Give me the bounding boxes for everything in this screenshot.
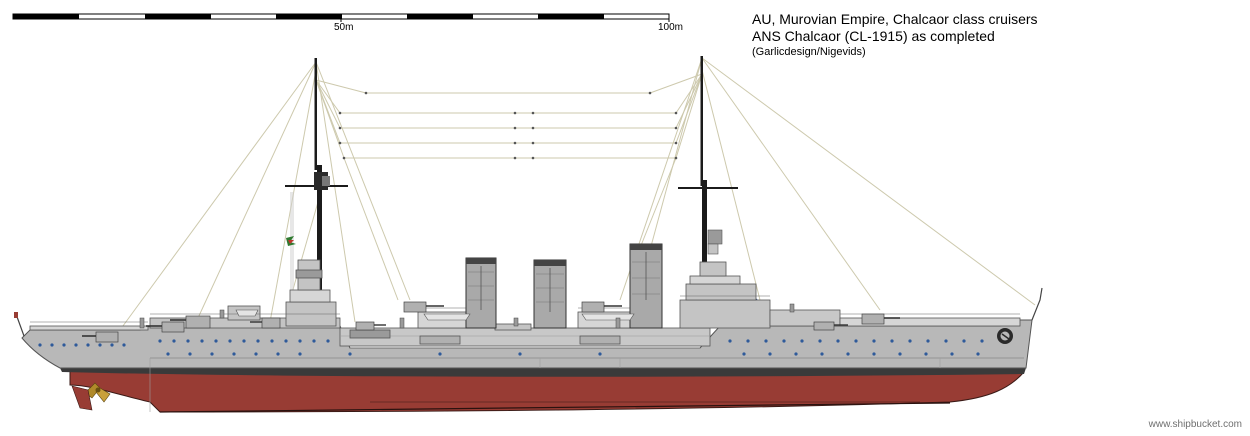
ventilators [139, 303, 795, 329]
main-mast [678, 56, 738, 280]
aerial-insulators [338, 91, 678, 160]
funnel-2 [533, 259, 567, 329]
rigging-wires [119, 57, 1036, 331]
funnel-1 [465, 257, 497, 329]
anchor-hawse [997, 328, 1013, 344]
hull-seams [149, 358, 941, 412]
caption-title: AU, Murovian Empire, Chalcaor class crui… [752, 11, 1038, 27]
hull [14, 287, 1043, 413]
scale-label-50m: 50m [334, 22, 354, 33]
caption-block: AU, Murovian Empire, Chalcaor class crui… [752, 11, 1038, 59]
scale-label-100m: 100m [658, 22, 684, 33]
funnel-3 [629, 243, 663, 329]
fore-mast [285, 58, 348, 305]
gun-mounts [82, 301, 900, 343]
watermark-text: www.shipbucket.com [1148, 419, 1242, 430]
caption-credits: (Garlicdesign/Nigevids) [752, 46, 866, 58]
scale-bar [12, 13, 670, 22]
fore-mast-flag [286, 236, 296, 246]
ship-boats [235, 309, 635, 321]
propeller [71, 382, 111, 411]
caption-subtitle: ANS Chalcaor (CL-1915) as completed [752, 28, 995, 44]
